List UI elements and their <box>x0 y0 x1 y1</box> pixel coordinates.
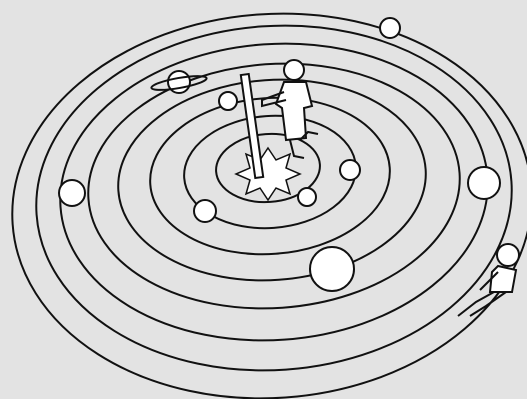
planet-7 <box>468 167 500 199</box>
planet-5 <box>59 180 85 206</box>
planet-8 <box>380 18 400 38</box>
body <box>490 266 516 292</box>
planet-1 <box>298 188 316 206</box>
planet-3 <box>194 200 216 222</box>
head <box>284 60 304 80</box>
planet-4 <box>219 92 237 110</box>
planet-6 <box>310 247 354 291</box>
planet-2 <box>340 160 360 180</box>
head <box>497 244 519 266</box>
